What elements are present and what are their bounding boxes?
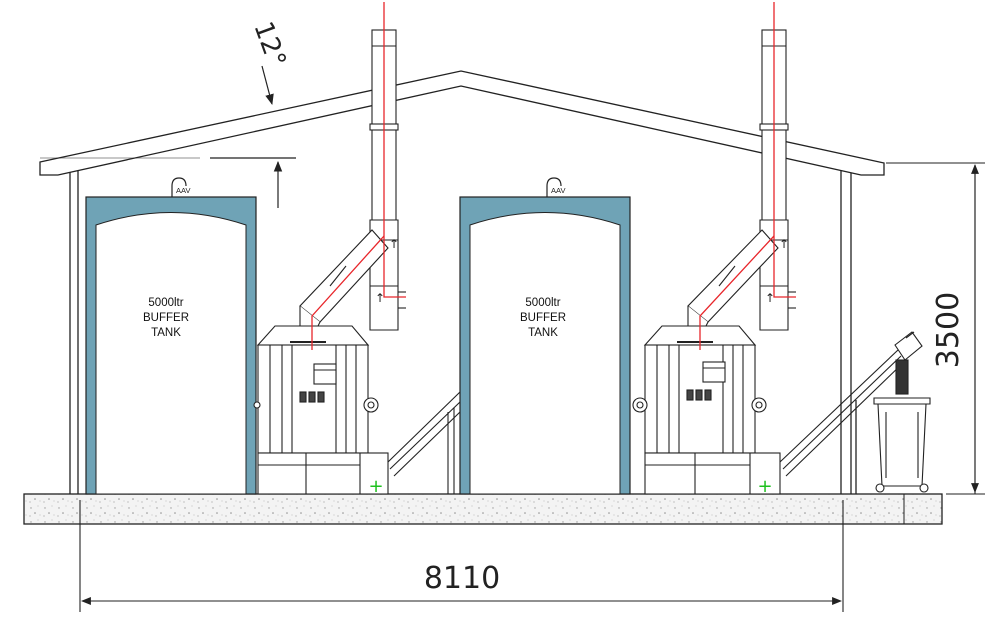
height-dimension-label: 3500 [931,292,966,368]
flow-arrow-icon-3: ↑ [779,237,789,251]
auger-feed-1 [387,391,461,494]
tank-2-type: BUFFER [520,312,566,324]
aav-valve-2 [546,177,562,197]
aav-label-2: AAV [551,186,565,195]
building-walls [69,166,857,494]
pellet-bin [873,359,931,493]
inlet-marker-2: + [757,476,772,497]
inlet-marker-1: + [368,476,383,497]
flow-arrow-icon-1: ↑ [389,237,399,251]
aav-label-1: AAV [176,186,190,195]
flue-1-centerline [311,2,406,350]
width-dimension [79,500,844,612]
aav-valve-1 [171,177,187,197]
width-dimension-label: 8110 [424,561,500,596]
roof-pitch-label: 12° [247,18,291,72]
flue-1 [299,29,406,331]
roof-pitch-annotation [40,65,296,208]
buffer-tank-2 [459,196,631,495]
flow-arrow-icon-2: ↑ [375,291,385,305]
tank-2-capacity: 5000ltr [525,297,560,309]
boiler-1 [253,325,389,495]
auger-feed-2 [779,331,923,477]
flue-2-centerline [699,2,796,350]
tank-2-type-2: TANK [528,327,558,339]
tank-1-type: BUFFER [143,312,189,324]
tank-1-type-2: TANK [151,327,181,339]
buffer-tank-1 [85,196,257,495]
boiler-2 [632,325,781,495]
height-dimension [886,162,985,495]
flow-arrow-icon-4: ↑ [765,291,775,305]
roof [39,70,885,176]
flue-2 [687,29,796,331]
floor-slab [23,493,943,525]
tank-1-capacity: 5000ltr [148,297,183,309]
